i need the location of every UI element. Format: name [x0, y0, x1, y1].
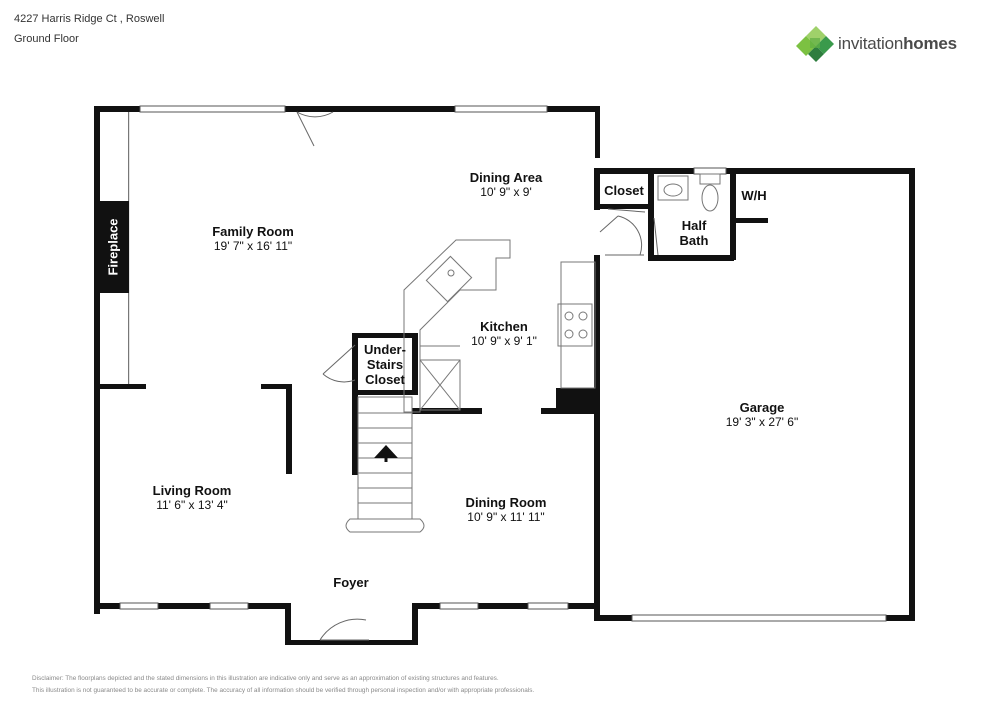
- wall-bath-west: [648, 168, 654, 258]
- wall-foyer-east: [412, 603, 418, 645]
- wall-closet-west: [594, 168, 600, 210]
- toilet-bowl-icon: [701, 184, 719, 212]
- window-bath: [693, 167, 727, 175]
- window-south-1: [119, 602, 159, 610]
- wall-north: [94, 106, 599, 112]
- window-north-1: [139, 105, 286, 113]
- wall-kitchen-south: [412, 408, 482, 414]
- room-dims: 10' 9" x 9' 1": [471, 334, 537, 348]
- kitchen-island: [403, 239, 511, 413]
- garage-step-block: [556, 388, 598, 414]
- wall-garage-west: [594, 255, 600, 620]
- fridge-icon: [419, 359, 461, 411]
- wall-bath-south: [648, 255, 734, 261]
- floor-label: Ground Floor: [14, 33, 79, 45]
- door-garage-swing: [617, 215, 643, 256]
- logo-leaf-icon: [796, 26, 834, 62]
- door-north-leaf: [296, 111, 315, 147]
- room-living: Living Room 11' 6" x 13' 4": [153, 483, 232, 513]
- room-name: Living Room: [152, 483, 232, 498]
- wall-south-west: [94, 603, 289, 609]
- room-name: Dining Area: [469, 170, 543, 185]
- wall-garage-east: [909, 168, 915, 621]
- room-dining-area: Dining Area 10' 9" x 9': [470, 170, 542, 200]
- wall-closet-south: [594, 204, 654, 209]
- wall-south-east: [413, 603, 598, 609]
- window-south-4: [527, 602, 569, 610]
- wall-west: [94, 106, 100, 614]
- logo-wordmark: invitationhomes: [838, 34, 957, 54]
- disclaimer-line-2: This illustration is not guaranteed to b…: [32, 687, 535, 694]
- wall-dining-stub: [541, 408, 561, 414]
- wall-garage-north: [730, 168, 915, 174]
- property-address: 4227 Harris Ridge Ct , Roswell: [14, 13, 165, 25]
- wall-bath-east: [730, 168, 736, 260]
- room-dims: 19' 3" x 27' 6": [725, 415, 799, 429]
- room-dims: 19' 7" x 16' 11": [213, 239, 293, 253]
- stair-up-arrow-icon: [374, 445, 398, 458]
- door-understairs-swing: [322, 373, 356, 383]
- room-name: Family Room: [212, 224, 294, 239]
- fireplace: Fireplace: [97, 201, 129, 293]
- room-name: Kitchen: [480, 319, 528, 334]
- window-south-3: [439, 602, 479, 610]
- bath-sink-icon: [657, 175, 689, 201]
- room-dims: 10' 9" x 9': [480, 185, 532, 199]
- wall-living-stub-right: [261, 384, 292, 389]
- room-foyer: Foyer: [333, 575, 368, 590]
- room-dims: 10' 9" x 11' 11": [467, 510, 545, 524]
- window-south-2: [209, 602, 249, 610]
- door-north-swing: [296, 111, 334, 118]
- wall-closet-north: [594, 168, 734, 174]
- room-under-stairs-closet: Under- Stairs Closet: [364, 342, 406, 387]
- wall-understairs-east: [412, 333, 418, 395]
- wall-understairs-top: [352, 333, 414, 338]
- wall-east-top: [595, 106, 600, 158]
- room-dims: 11' 6" x 13' 4": [156, 498, 228, 512]
- kitchen-sink-icon: [425, 255, 473, 303]
- room-dining: Dining Room 10' 9" x 11' 11": [466, 495, 547, 525]
- door-garage-leaf: [599, 215, 619, 233]
- wall-understairs-bottom: [352, 390, 414, 395]
- brand-logo: invitationhomes: [796, 24, 986, 64]
- door-understairs-leaf: [322, 344, 356, 375]
- wall-foyer-west: [285, 603, 291, 645]
- wall-living-stub-left: [94, 384, 146, 389]
- stair-landing: [345, 518, 425, 533]
- door-front-swing: [319, 618, 367, 641]
- logo-word-bold: homes: [903, 34, 957, 53]
- room-name: Garage: [739, 400, 785, 415]
- window-north-2: [454, 105, 548, 113]
- disclaimer-line-1: Disclaimer: The floorplans depicted and …: [32, 675, 499, 682]
- room-name: Dining Room: [465, 495, 547, 510]
- logo-word-light: invitation: [838, 34, 904, 53]
- door-bath-leaf: [653, 217, 659, 256]
- room-garage: Garage 19' 3" x 27' 6": [726, 400, 798, 430]
- stove-icon: [557, 303, 593, 347]
- wall-living-divider: [286, 384, 292, 474]
- kitchen-counter-east: [560, 261, 596, 389]
- room-closet: Closet: [604, 183, 644, 198]
- room-family: Family Room 19' 7" x 16' 11": [212, 224, 294, 254]
- wall-wh: [736, 218, 768, 223]
- room-name: Foyer: [333, 575, 369, 590]
- door-closet-leaf: [607, 208, 646, 213]
- room-wh: W/H: [741, 188, 767, 203]
- garage-door: [631, 614, 887, 622]
- room-kitchen: Kitchen 10' 9" x 9' 1": [471, 319, 537, 349]
- room-half-bath: Half Bath: [679, 218, 709, 248]
- wall-foyer-south: [285, 640, 418, 645]
- kitchen-faucet-icon: [447, 269, 455, 277]
- wall-stairs-west: [352, 333, 358, 475]
- toilet-tank-icon: [699, 173, 721, 185]
